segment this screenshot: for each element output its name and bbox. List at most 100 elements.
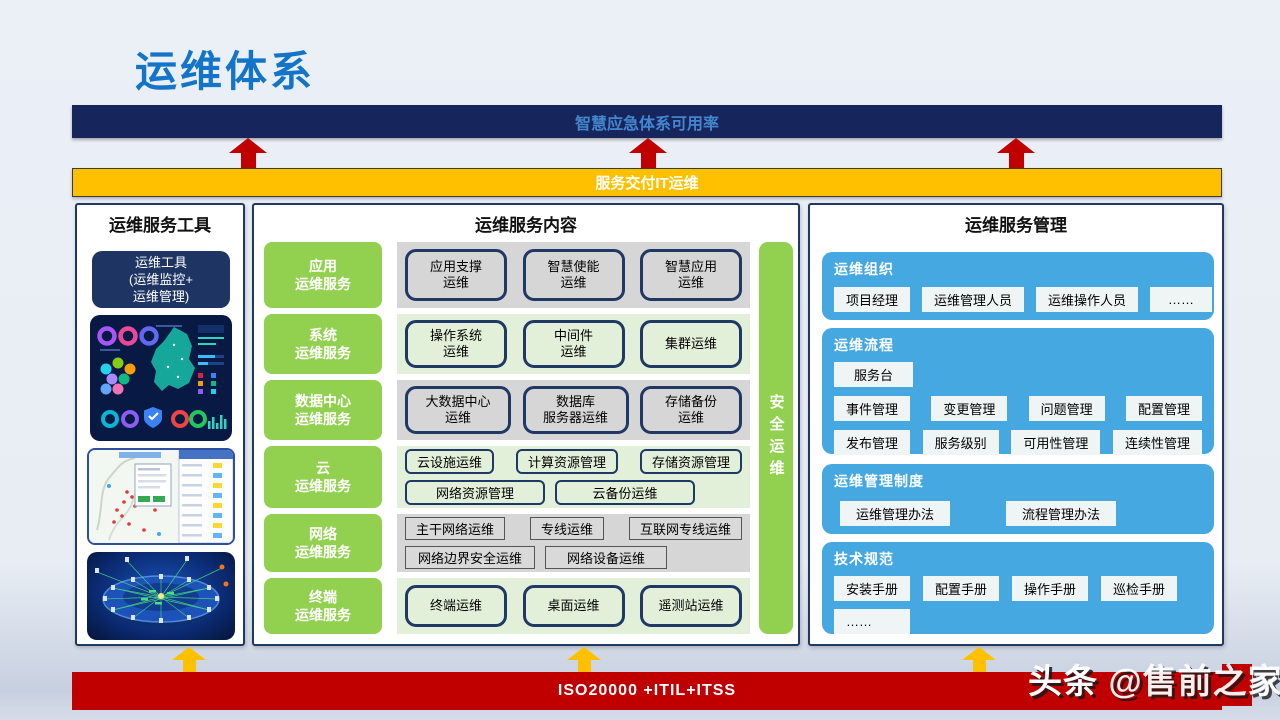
mgmt-box: 服务级别 <box>922 430 999 455</box>
mgmt-box: 配置手册 <box>923 576 1000 601</box>
process-row-2: 事件管理 变更管理 问题管理 配置管理 <box>834 396 1202 421</box>
service-box: 存储备份 运维 <box>640 386 742 434</box>
mgmt-box: 事件管理 <box>834 396 911 421</box>
map-graphic <box>89 450 233 543</box>
service-box: 大数据中心 运维 <box>405 386 511 434</box>
row-content-datacenter: 大数据中心 运维 数据库 服务器运维 存储备份 运维 <box>397 380 750 440</box>
spec-row-2: …… <box>834 609 1202 634</box>
process-row-1: 服务台 <box>834 362 1202 387</box>
row-label-terminal: 终端 运维服务 <box>264 578 382 634</box>
row-label-application: 应用 运维服务 <box>264 242 382 308</box>
tools-panel: 运维服务工具 运维工具 (运维监控+ 运维管理) <box>75 203 245 646</box>
standards-bar: ISO20000 +ITIL+ITSS <box>72 672 1222 710</box>
service-box: 主干网络运维 <box>405 517 506 540</box>
topology-graphic <box>95 556 229 627</box>
service-delivery-bar-label: 服务交付IT运维 <box>595 175 699 192</box>
row-system: 系统 运维服务 操作系统 运维 中间件 运维 集群运维 <box>254 314 798 374</box>
service-box: 智慧使能 运维 <box>522 249 625 301</box>
up-arrow-icon <box>567 647 601 672</box>
service-box: 计算资源管理 <box>515 449 618 474</box>
service-box: 遥测站运维 <box>640 585 742 627</box>
row-content-cloud: 云设施运维 计算资源管理 存储资源管理 网络资源管理 云备份运维 <box>397 446 750 508</box>
arrow-stem <box>640 153 656 168</box>
row-content-terminal: 终端运维 桌面运维 遥测站运维 <box>397 578 750 634</box>
row-content-network: 主干网络运维 专线运维 互联网专线运维 网络边界安全运维 网络设备运维 <box>397 514 750 572</box>
up-arrow-icon <box>629 138 667 168</box>
up-arrow-icon <box>962 647 996 672</box>
row-network: 网络 运维服务 主干网络运维 专线运维 互联网专线运维 网络边界安全运维 网络设… <box>254 514 798 572</box>
service-box: 云设施运维 <box>405 449 495 474</box>
mgmt-box: 发布管理 <box>834 430 911 455</box>
content-panel-title: 运维服务内容 <box>475 216 577 235</box>
arrow-stem <box>577 660 591 672</box>
row-label-network: 网络 运维服务 <box>264 514 382 572</box>
mgmt-box: …… <box>1150 287 1213 312</box>
service-box: 中间件 运维 <box>522 320 625 368</box>
service-box: 网络资源管理 <box>405 480 545 505</box>
row-cloud: 云 运维服务 云设施运维 计算资源管理 存储资源管理 网络资源管理 云备份运维 <box>254 446 798 508</box>
service-box: 终端运维 <box>405 585 507 627</box>
topology-thumbnail <box>87 552 235 640</box>
watermark-brand: 头条 <box>1028 663 1098 701</box>
mgmt-box: 运维管理人员 <box>922 287 1025 312</box>
section-policy: 运维管理制度 运维管理办法 流程管理办法 <box>822 464 1214 534</box>
arrow-stem <box>182 660 196 672</box>
section-specifications: 技术规范 安装手册 配置手册 操作手册 巡检手册 …… <box>822 542 1214 634</box>
organization-items: 项目经理 运维管理人员 运维操作人员 …… <box>834 287 1213 312</box>
mgmt-box: 变更管理 <box>931 396 1008 421</box>
up-arrow-icon <box>229 138 267 168</box>
management-panel-title: 运维服务管理 <box>965 216 1067 235</box>
arrow-stem <box>972 660 986 672</box>
row-label-datacenter: 数据中心 运维服务 <box>264 380 382 440</box>
mgmt-box: 流程管理办法 <box>1006 501 1117 526</box>
mgmt-box: 运维操作人员 <box>1036 287 1139 312</box>
standards-bar-label: ISO20000 +ITIL+ITSS <box>557 682 737 699</box>
gis-map-thumbnail <box>87 448 235 545</box>
watermark: 头条 @售前之家 <box>1028 654 1280 703</box>
page-title: 运维体系 <box>135 48 316 95</box>
service-box: 互联网专线运维 <box>628 517 742 540</box>
service-box: 桌面运维 <box>522 585 625 627</box>
service-box: 智慧应用 运维 <box>640 249 742 301</box>
mgmt-box: 问题管理 <box>1028 396 1105 421</box>
arrow-head <box>567 647 601 660</box>
monitoring-dashboard-thumbnail <box>90 315 232 441</box>
mgmt-box: …… <box>834 609 910 634</box>
mgmt-box: 连续性管理 <box>1112 430 1202 455</box>
policy-items: 运维管理办法 流程管理办法 <box>834 501 1202 526</box>
mgmt-box: 可用性管理 <box>1011 430 1101 455</box>
network-line-2: 网络边界安全运维 网络设备运维 <box>405 546 742 569</box>
row-datacenter: 数据中心 运维服务 大数据中心 运维 数据库 服务器运维 存储备份 运维 <box>254 380 798 440</box>
service-box: 网络设备运维 <box>545 546 667 569</box>
mgmt-box: 服务台 <box>834 362 914 387</box>
arrow-head <box>229 138 267 153</box>
row-label-system: 系统 运维服务 <box>264 314 382 374</box>
section-process-title: 运维流程 <box>834 337 894 353</box>
service-box: 专线运维 <box>529 517 604 540</box>
service-box: 云备份运维 <box>555 480 695 505</box>
service-box: 数据库 服务器运维 <box>522 386 629 434</box>
network-line-1: 主干网络运维 专线运维 互联网专线运维 <box>405 517 742 540</box>
management-panel: 运维服务管理 运维组织 项目经理 运维管理人员 运维操作人员 …… 运维流程 服… <box>808 203 1224 646</box>
section-process: 运维流程 服务台 事件管理 变更管理 问题管理 配置管理 发布管理 服务级别 可… <box>822 328 1214 455</box>
process-row-3: 发布管理 服务级别 可用性管理 连续性管理 <box>834 430 1202 455</box>
availability-bar: 智慧应急体系可用率 <box>72 105 1222 138</box>
dashboard-graphic <box>97 325 227 429</box>
service-box: 网络边界安全运维 <box>405 546 535 569</box>
arrow-head <box>629 138 667 153</box>
row-content-application: 应用支撑 运维 智慧使能 运维 智慧应用 运维 <box>397 242 750 308</box>
arrow-head <box>962 647 996 660</box>
security-ops-bar: 安全运维 <box>759 242 793 634</box>
service-delivery-bar: 服务交付IT运维 <box>72 168 1222 197</box>
arrow-head <box>997 138 1035 153</box>
up-arrow-icon <box>172 647 206 672</box>
mgmt-box: 安装手册 <box>834 576 911 601</box>
arrow-stem <box>240 153 256 168</box>
ops-toolbox-card: 运维工具 (运维监控+ 运维管理) <box>92 251 230 308</box>
spec-row-1: 安装手册 配置手册 操作手册 巡检手册 <box>834 576 1202 601</box>
tools-panel-title: 运维服务工具 <box>109 216 211 235</box>
service-box: 操作系统 运维 <box>405 320 507 368</box>
service-box: 应用支撑 运维 <box>405 249 507 301</box>
cloud-line-2: 网络资源管理 云备份运维 <box>405 480 742 505</box>
